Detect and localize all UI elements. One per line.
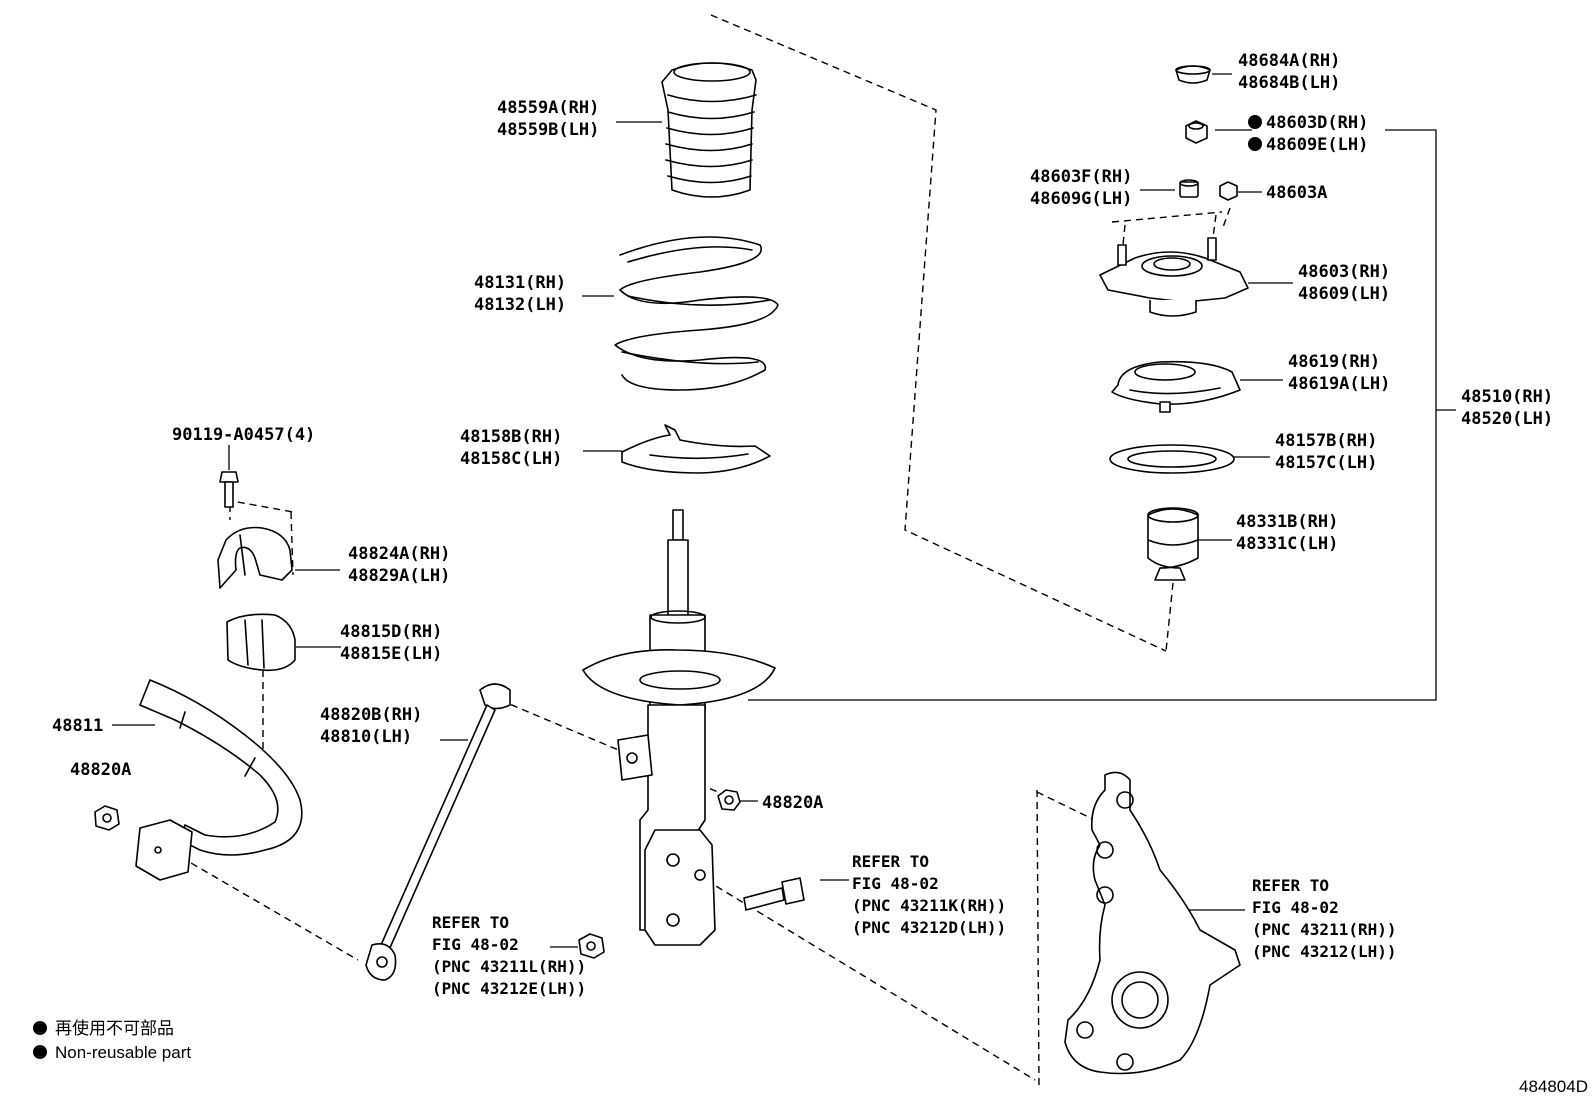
- steering-knuckle-43211: [1064, 771, 1241, 1075]
- label-48811: 48811: [52, 716, 103, 736]
- label-48157b-rh: 48157B(RH): [1275, 431, 1377, 451]
- nut-48820a-center: [717, 789, 741, 811]
- stabilizer-bar-48811: [135, 679, 303, 881]
- label-48815d-rh: 48815D(RH): [340, 622, 442, 642]
- refer-knuckle-line-1: REFER TO: [1252, 876, 1329, 895]
- label-48609g-lh: 48609G(LH): [1030, 189, 1132, 209]
- label-48157c-lh: 48157C(LH): [1275, 453, 1377, 473]
- refer-nut-block: REFER TO FIG 48-02 (PNC 43211L(RH)) (PNC…: [432, 913, 586, 998]
- refer-knuckle-block: REFER TO FIG 48-02 (PNC 43211(RH)) (PNC …: [1252, 876, 1397, 961]
- bracket-48824a: [217, 526, 293, 589]
- label-48132-lh: 48132(LH): [474, 295, 566, 315]
- insulator-48157b: [1109, 444, 1235, 474]
- legend: 再使用不可部品 Non-reusable part: [55, 1018, 191, 1062]
- refer-nut-line-1: REFER TO: [432, 913, 509, 932]
- part-labels: 48684A(RH) 48684B(LH) 48603D(RH) 48609E(…: [52, 51, 1553, 813]
- bushing-48815d: [226, 613, 296, 672]
- non-reusable-dot-icon: [33, 1021, 47, 1035]
- refer-nut-line-2: FIG 48-02: [432, 935, 519, 954]
- collar-48603f: [1179, 179, 1199, 198]
- refer-nut-line-4: (PNC 43212E(LH)): [432, 979, 586, 998]
- upper-support-48603: [1099, 237, 1249, 317]
- stabilizer-link-48820b: [365, 683, 511, 981]
- label-48158c-lh: 48158C(LH): [460, 449, 562, 469]
- label-48520-lh: 48520(LH): [1461, 409, 1553, 429]
- refer-bolt-block: REFER TO FIG 48-02 (PNC 43211K(RH)) (PNC…: [852, 852, 1006, 937]
- bolt-43211k: [743, 877, 805, 911]
- label-48815e-lh: 48815E(LH): [340, 644, 442, 664]
- non-reusable-dot-icon: [33, 1045, 47, 1059]
- label-48559a-rh: 48559A(RH): [497, 98, 599, 118]
- label-48609-lh: 48609(LH): [1298, 284, 1390, 304]
- label-48829a-lh: 48829A(LH): [348, 566, 450, 586]
- label-48603-rh: 48603(RH): [1298, 262, 1390, 282]
- bolt-90119: [219, 471, 239, 508]
- refer-bolt-line-3: (PNC 43211K(RH)): [852, 896, 1006, 915]
- label-48331c-lh: 48331C(LH): [1236, 534, 1338, 554]
- nut-43211l: [578, 933, 605, 959]
- non-reusable-dot-icon: [1248, 115, 1262, 129]
- label-48619a-lh: 48619A(LH): [1288, 374, 1390, 394]
- refer-bolt-line-2: FIG 48-02: [852, 874, 939, 893]
- label-48820a-left: 48820A: [70, 760, 131, 780]
- refer-knuckle-line-2: FIG 48-02: [1252, 898, 1339, 917]
- leader-lines: [112, 73, 1456, 948]
- coil-spring-48131: [614, 236, 779, 391]
- lower-insulator-48158b: [621, 424, 771, 474]
- legend-japanese: 再使用不可部品: [55, 1018, 174, 1038]
- figure-id: 484804D: [1519, 1077, 1588, 1096]
- label-48158b-rh: 48158B(RH): [460, 427, 562, 447]
- nut-48820a-left: [94, 805, 120, 831]
- label-90119: 90119-A0457(4): [172, 425, 315, 445]
- bump-stopper-48331b: [1147, 507, 1199, 581]
- label-48603f-rh: 48603F(RH): [1030, 167, 1132, 187]
- nut-48603d: [1185, 120, 1208, 144]
- refer-knuckle-line-4: (PNC 43212(LH)): [1252, 942, 1397, 961]
- label-48131-rh: 48131(RH): [474, 273, 566, 293]
- label-48684a-rh: 48684A(RH): [1238, 51, 1340, 71]
- label-48810-lh: 48810(LH): [320, 727, 412, 747]
- label-48820b-rh: 48820B(RH): [320, 705, 422, 725]
- label-48619-rh: 48619(RH): [1288, 352, 1380, 372]
- label-48824a-rh: 48824A(RH): [348, 544, 450, 564]
- legend-english: Non-reusable part: [55, 1043, 191, 1062]
- label-48510-rh: 48510(RH): [1461, 387, 1553, 407]
- label-48609e-lh: 48609E(LH): [1266, 135, 1368, 155]
- label-48684b-lh: 48684B(LH): [1238, 73, 1340, 93]
- refer-bolt-line-1: REFER TO: [852, 852, 929, 871]
- refer-nut-line-3: (PNC 43211L(RH)): [432, 957, 586, 976]
- label-48603a: 48603A: [1266, 183, 1327, 203]
- label-48331b-rh: 48331B(RH): [1236, 512, 1338, 532]
- refer-knuckle-line-3: (PNC 43211(RH)): [1252, 920, 1397, 939]
- refer-bolt-line-4: (PNC 43212D(LH)): [852, 918, 1006, 937]
- non-reusable-dot-icon: [1248, 137, 1262, 151]
- dust-cap-48684: [1175, 65, 1211, 84]
- label-48820a-mid: 48820A: [762, 793, 823, 813]
- dust-boot-48559a: [661, 62, 757, 198]
- shock-absorber-48510: [582, 509, 776, 946]
- label-48603d-rh: 48603D(RH): [1266, 113, 1368, 133]
- label-48559b-lh: 48559B(LH): [497, 120, 599, 140]
- upper-seat-48619: [1111, 360, 1241, 413]
- nut-48603a: [1219, 181, 1238, 201]
